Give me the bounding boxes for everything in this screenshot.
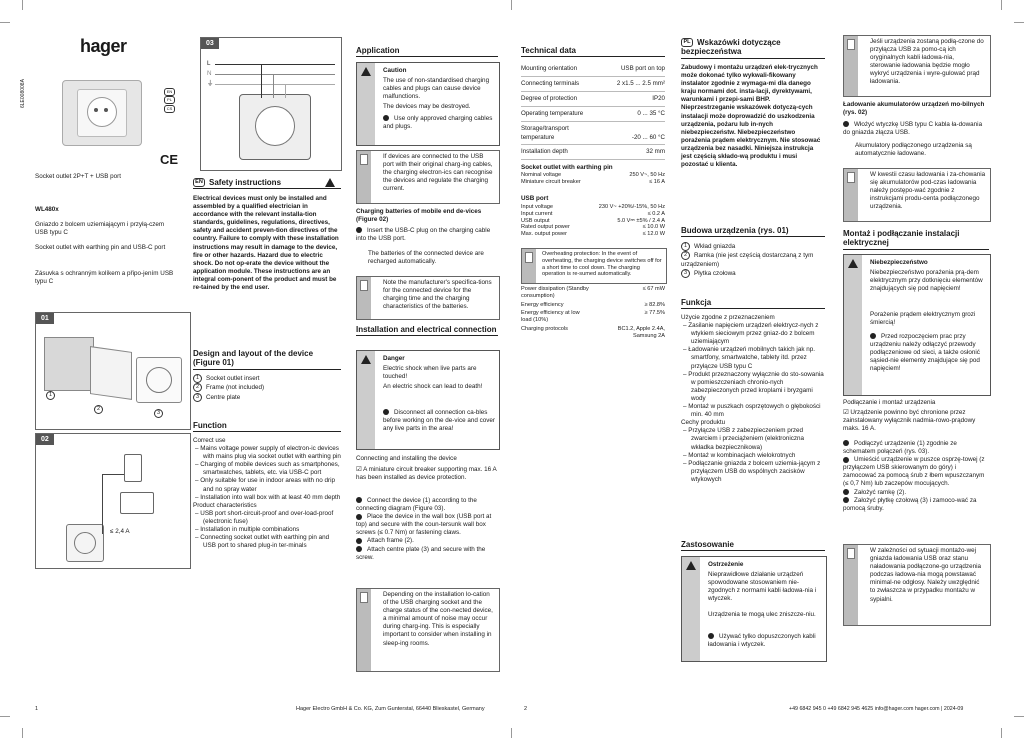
line-pe-label: ⏚	[207, 80, 214, 87]
function-heading: Function	[193, 421, 341, 433]
pl-install-steps: Podłączyć urządzenie (1) zgodnie ze sche…	[843, 440, 985, 512]
pl-info-box-3: W zależności od sytuacji montażo-wej gni…	[843, 544, 991, 626]
desc-cs: Zásuvka s ochranným kolíkem a připo-jení…	[35, 270, 174, 286]
info-box-3: Depending on the installation lo-cation …	[356, 588, 500, 672]
desc-en: Socket outlet with earthing pin and USB-…	[35, 244, 166, 251]
safety-text: Electrical devices must only be installe…	[193, 195, 339, 292]
charging-heading: Charging batteries of mobile end de-vice…	[356, 208, 482, 224]
pl-info-box-2: W kwestii czasu ładowania i za-chowania …	[843, 168, 991, 222]
safety-warning-icon	[325, 178, 335, 187]
connecting-text: Connecting and installing the device	[356, 455, 457, 462]
pl-info-box-1: Jeśli urządzenia zostaną podłą-czone do …	[843, 35, 991, 97]
figure-01: 01 1 2 3	[35, 312, 191, 430]
tech-heading: Technical data	[521, 46, 665, 58]
charging-text: The batteries of the connected device ar…	[368, 250, 484, 266]
info-box-2: Note the manufacturer's specifica-tions …	[356, 276, 500, 320]
caution-box: Caution The use of non-standardised char…	[356, 62, 500, 146]
desc-pl: Gniazdo z bolcem uziemiającym i przyłą-c…	[35, 221, 165, 237]
pl-breaker-text: ☑ Urządzenie powinno być chronione przez…	[843, 409, 976, 433]
footer-company: Hager Electro GmbH & Co. KG, Zum Gunters…	[296, 706, 485, 712]
product-name: Socket outlet 2P+T + USB port	[35, 173, 121, 180]
pl-charging-heading: Ładowanie akumulatorów urządzeń mo-bilny…	[843, 101, 985, 117]
pl-application-heading: Zastosowanie	[681, 540, 825, 552]
figure-03-tag: 03	[201, 38, 219, 49]
design-heading: Design and layout of the device (Figure …	[193, 349, 341, 370]
charging-step: Insert the USB-C plug on the charging ca…	[356, 227, 491, 243]
pl-design-heading: Budowa urządzenia (rys. 01)	[681, 226, 825, 238]
ce-mark-icon: CE	[160, 152, 179, 167]
footer-contacts: +49 6842 945 0 +49 6842 945 4625 info@ha…	[789, 706, 964, 712]
line-l-label: L	[207, 60, 211, 67]
pl-install-heading: Montaż i podłączanie instalacji elektryc…	[843, 229, 989, 250]
usb-table-2: Power dissipation (Standby consumption)≤…	[521, 286, 665, 339]
line-n-label: N	[207, 70, 212, 77]
pl-danger-box: Niebezpieczeństwo Niebezpieczeństwo pora…	[843, 254, 991, 396]
figure-02-label: ≤ 2,4 A	[110, 528, 130, 535]
pl-function-heading: Funkcja	[681, 298, 825, 310]
overheat-box: Overheating protection: In the event of …	[521, 248, 667, 284]
figure-01-tag: 01	[36, 313, 54, 324]
breaker-text: ☑ A miniature circuit breaker supporting…	[356, 466, 497, 482]
install-heading: Installation and electrical connection	[356, 325, 498, 337]
pl-caution-box: Ostrzeżenie Nieprawidłowe działanie urzą…	[681, 556, 827, 662]
footer-page-1: 1	[35, 706, 39, 712]
function-block: Correct use – Mains voltage power supply…	[193, 437, 341, 550]
install-steps: Connect the device (1) according to the …	[356, 497, 492, 561]
danger-box: Danger Electric shock when live parts ar…	[356, 350, 500, 450]
product-image	[62, 80, 142, 146]
pl-function-block: Użycie zgodne z przeznaczeniem – Zasilan…	[681, 314, 824, 483]
model-number: WL480x	[35, 206, 59, 213]
figure-03: 03 L N ⏚	[200, 37, 342, 171]
language-list: EN PL CS	[164, 88, 179, 113]
pl-charging-step: Włożyć wtyczkę USB typu C kabla ła-dowan…	[843, 121, 983, 137]
figure-02: 02 ≤ 2,4 A	[35, 433, 191, 569]
footer-page-2: 2	[524, 706, 528, 712]
usb-heading: USB port	[521, 195, 549, 202]
info-box-1: If devices are connected to the USB port…	[356, 150, 500, 204]
pl-connecting-text: Podłączanie i montaż urządzenia	[843, 399, 936, 406]
pl-safety-text: Zabudowy i montażu urządzeń elek-tryczny…	[681, 64, 821, 169]
brand-logo: hager	[80, 36, 127, 56]
pl-charging-text: Akumulatory podłączonego urządzenia są a…	[855, 142, 972, 158]
application-heading: Application	[356, 46, 498, 58]
socket-heading: Socket outlet with earthing pin	[521, 164, 613, 171]
doc-code: 6LE008008A	[20, 79, 26, 108]
figure-02-tag: 02	[36, 434, 54, 445]
